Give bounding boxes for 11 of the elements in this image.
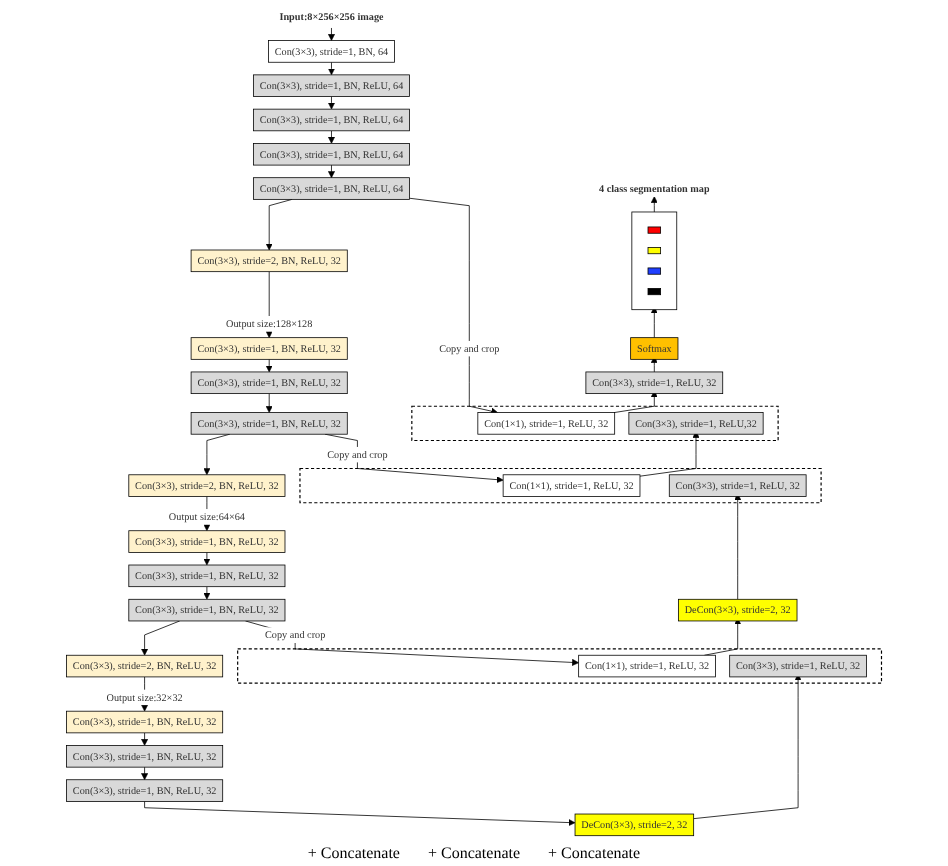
node-box	[647, 267, 661, 275]
cluster	[237, 648, 883, 684]
node-box	[647, 288, 661, 296]
cluster	[411, 405, 779, 442]
concatenate-note: + Concatenate	[548, 844, 641, 862]
cluster	[299, 467, 822, 504]
cluster	[631, 211, 678, 311]
concatenate-note: + Concatenate	[427, 844, 521, 862]
node-box	[647, 226, 661, 234]
node-box	[647, 247, 661, 255]
concatenate-note: + Concatenate	[307, 844, 400, 862]
